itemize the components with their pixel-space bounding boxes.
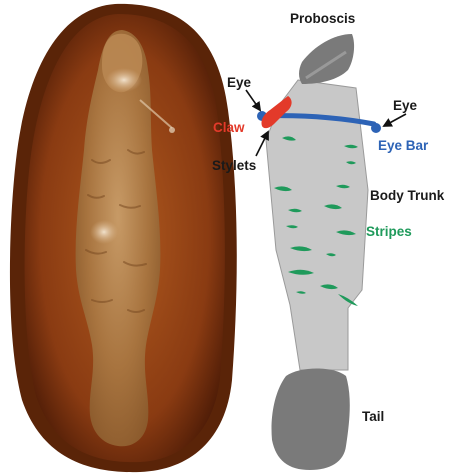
schematic — [246, 34, 406, 470]
label-body-trunk: Body Trunk — [370, 188, 445, 203]
eye-right-dot — [371, 123, 381, 133]
label-eye-left: Eye — [227, 75, 252, 90]
specimen-photo — [10, 4, 237, 472]
label-proboscis: Proboscis — [290, 11, 355, 26]
label-stylets: Stylets — [212, 158, 256, 173]
eye-hint — [169, 127, 175, 133]
label-eye-right: Eye — [393, 98, 418, 113]
label-claw: Claw — [213, 120, 245, 135]
arrow-eye-left — [246, 90, 260, 110]
tail-shape — [272, 369, 350, 471]
pale-spot-upper — [106, 68, 142, 92]
arrow-eye-right — [384, 114, 406, 126]
pale-spot-center — [90, 220, 118, 244]
body-trunk-shape — [266, 80, 368, 370]
label-tail: Tail — [362, 409, 384, 424]
label-stripes: Stripes — [366, 224, 412, 239]
label-eye-bar: Eye Bar — [378, 138, 429, 153]
